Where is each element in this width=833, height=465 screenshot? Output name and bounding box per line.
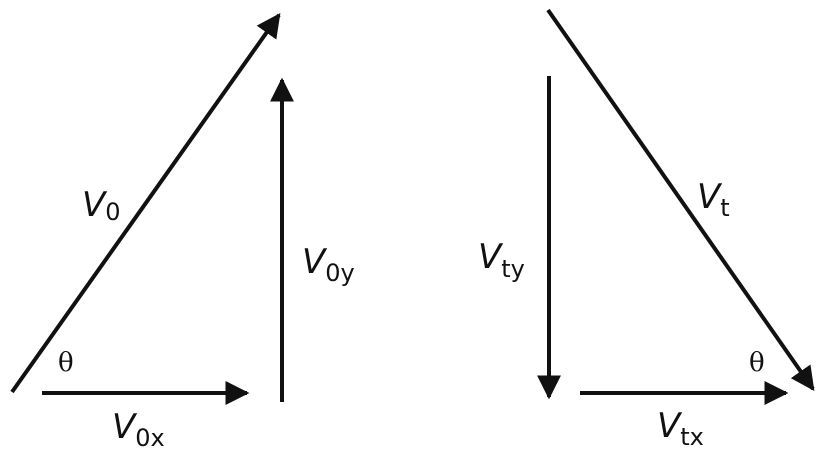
- vtx-label: Vtx: [657, 406, 704, 451]
- v0-label: V0: [82, 185, 121, 226]
- v0x-label: V0x: [112, 407, 165, 452]
- v0-hypotenuse-arrow: [10, 13, 281, 394]
- right-theta-angle-label: θ: [749, 348, 765, 378]
- vt-label: Vt: [697, 177, 730, 222]
- v0y-label: V0y: [302, 242, 355, 287]
- vty-label: Vty: [478, 237, 525, 283]
- right-velocity-triangle: Vt Vty Vtx θ: [478, 8, 815, 451]
- left-velocity-triangle: V0 V0y V0x θ: [10, 13, 355, 452]
- vt-hypotenuse-arrow: [546, 8, 815, 391]
- left-theta-angle-label: θ: [58, 348, 74, 378]
